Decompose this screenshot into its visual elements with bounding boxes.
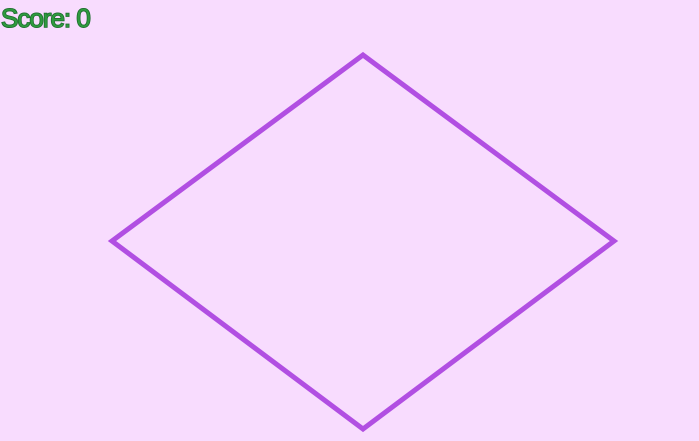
score-display: Score: 0 bbox=[0, 2, 91, 34]
diamond-shape[interactable] bbox=[107, 51, 619, 433]
